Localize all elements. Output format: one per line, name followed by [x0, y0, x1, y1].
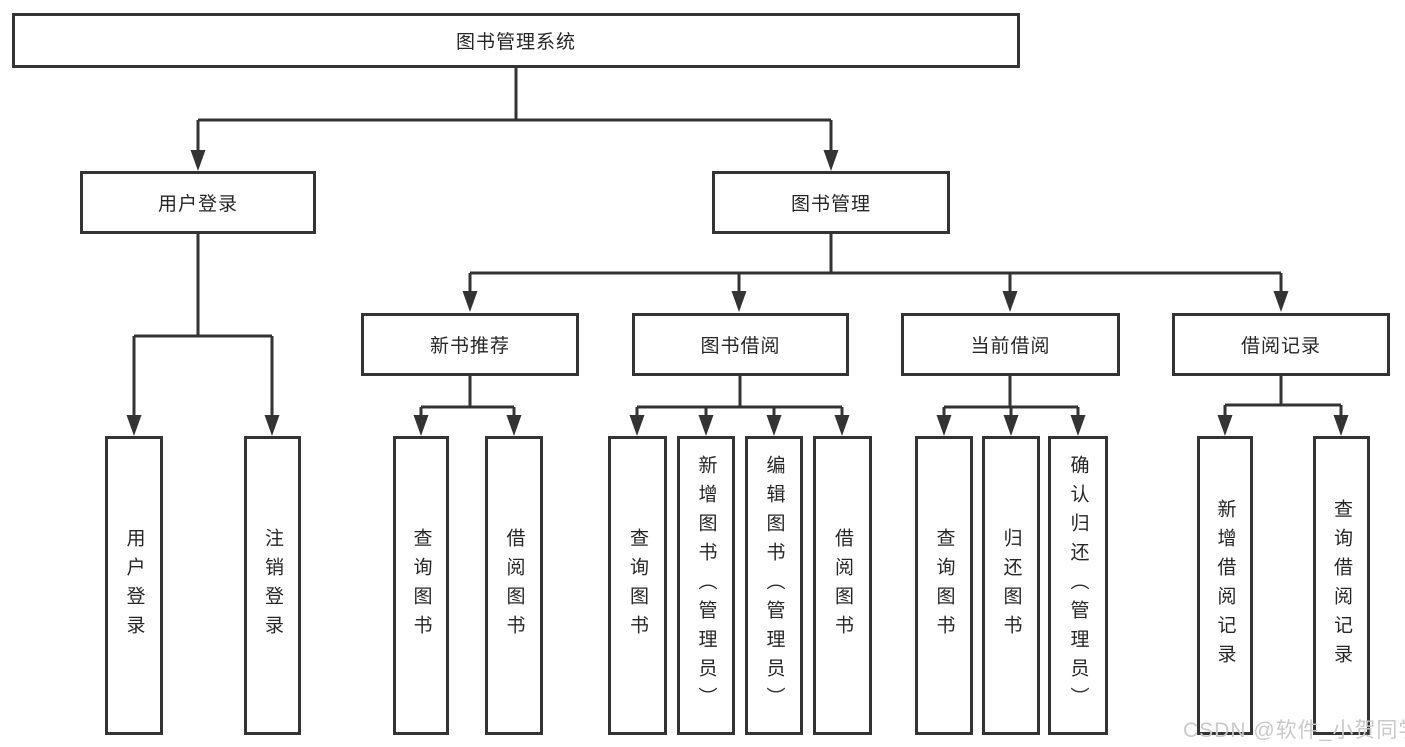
leaf-nbr-borrow-book: 借阅图书: [485, 436, 543, 735]
node-user-login: 用户登录: [80, 171, 316, 234]
leaf-cb-confirm-return-admin-label: 确认归还（管理员）: [1067, 455, 1089, 716]
leaf-logout-label: 注销登录: [262, 527, 283, 644]
leaf-br-query-record: 查询借阅记录: [1313, 436, 1370, 735]
leaf-bb-edit-book-admin: 编辑图书（管理员）: [745, 436, 803, 735]
leaf-nbr-query-book-label: 查询图书: [410, 527, 432, 644]
leaf-bb-edit-book-admin-label: 编辑图书（管理员）: [763, 455, 785, 716]
leaf-br-query-record-label: 查询借阅记录: [1331, 498, 1352, 673]
leaf-bb-query-book-label: 查询图书: [627, 527, 648, 644]
leaf-cb-confirm-return-admin: 确认归还（管理员）: [1048, 436, 1108, 735]
arrowheads: [126, 150, 1349, 436]
node-book-management: 图书管理: [712, 171, 950, 234]
node-library-system-root: 图书管理系统: [12, 13, 1020, 68]
leaf-cb-return-book: 归还图书: [982, 436, 1040, 735]
leaf-cb-query-book: 查询图书: [915, 436, 973, 735]
leaf-bb-query-book: 查询图书: [608, 436, 667, 735]
leaf-logout: 注销登录: [244, 436, 301, 735]
leaf-bb-add-book-admin-label: 新增图书（管理员）: [695, 455, 717, 716]
leaf-nbr-query-book: 查询图书: [393, 436, 449, 735]
leaf-br-add-record-label: 新增借阅记录: [1214, 498, 1236, 673]
leaf-user-login: 用户登录: [105, 436, 163, 735]
node-borrow-records: 借阅记录: [1172, 313, 1390, 376]
leaf-bb-borrow-book: 借阅图书: [813, 436, 872, 735]
node-current-borrow: 当前借阅: [901, 313, 1120, 376]
leaf-cb-return-book-label: 归还图书: [1000, 527, 1022, 644]
leaf-bb-borrow-book-label: 借阅图书: [832, 527, 853, 644]
leaf-bb-add-book-admin: 新增图书（管理员）: [677, 436, 735, 735]
node-new-book-recommend: 新书推荐: [361, 313, 579, 376]
leaf-nbr-borrow-book-label: 借阅图书: [503, 527, 525, 644]
csdn-watermark: CSDN @软件_小贺同学: [1183, 719, 1405, 742]
leaf-cb-query-book-label: 查询图书: [933, 527, 955, 644]
node-book-borrow: 图书借阅: [632, 313, 849, 376]
leaf-br-add-record: 新增借阅记录: [1197, 436, 1253, 735]
leaf-user-login-label: 用户登录: [123, 527, 145, 644]
